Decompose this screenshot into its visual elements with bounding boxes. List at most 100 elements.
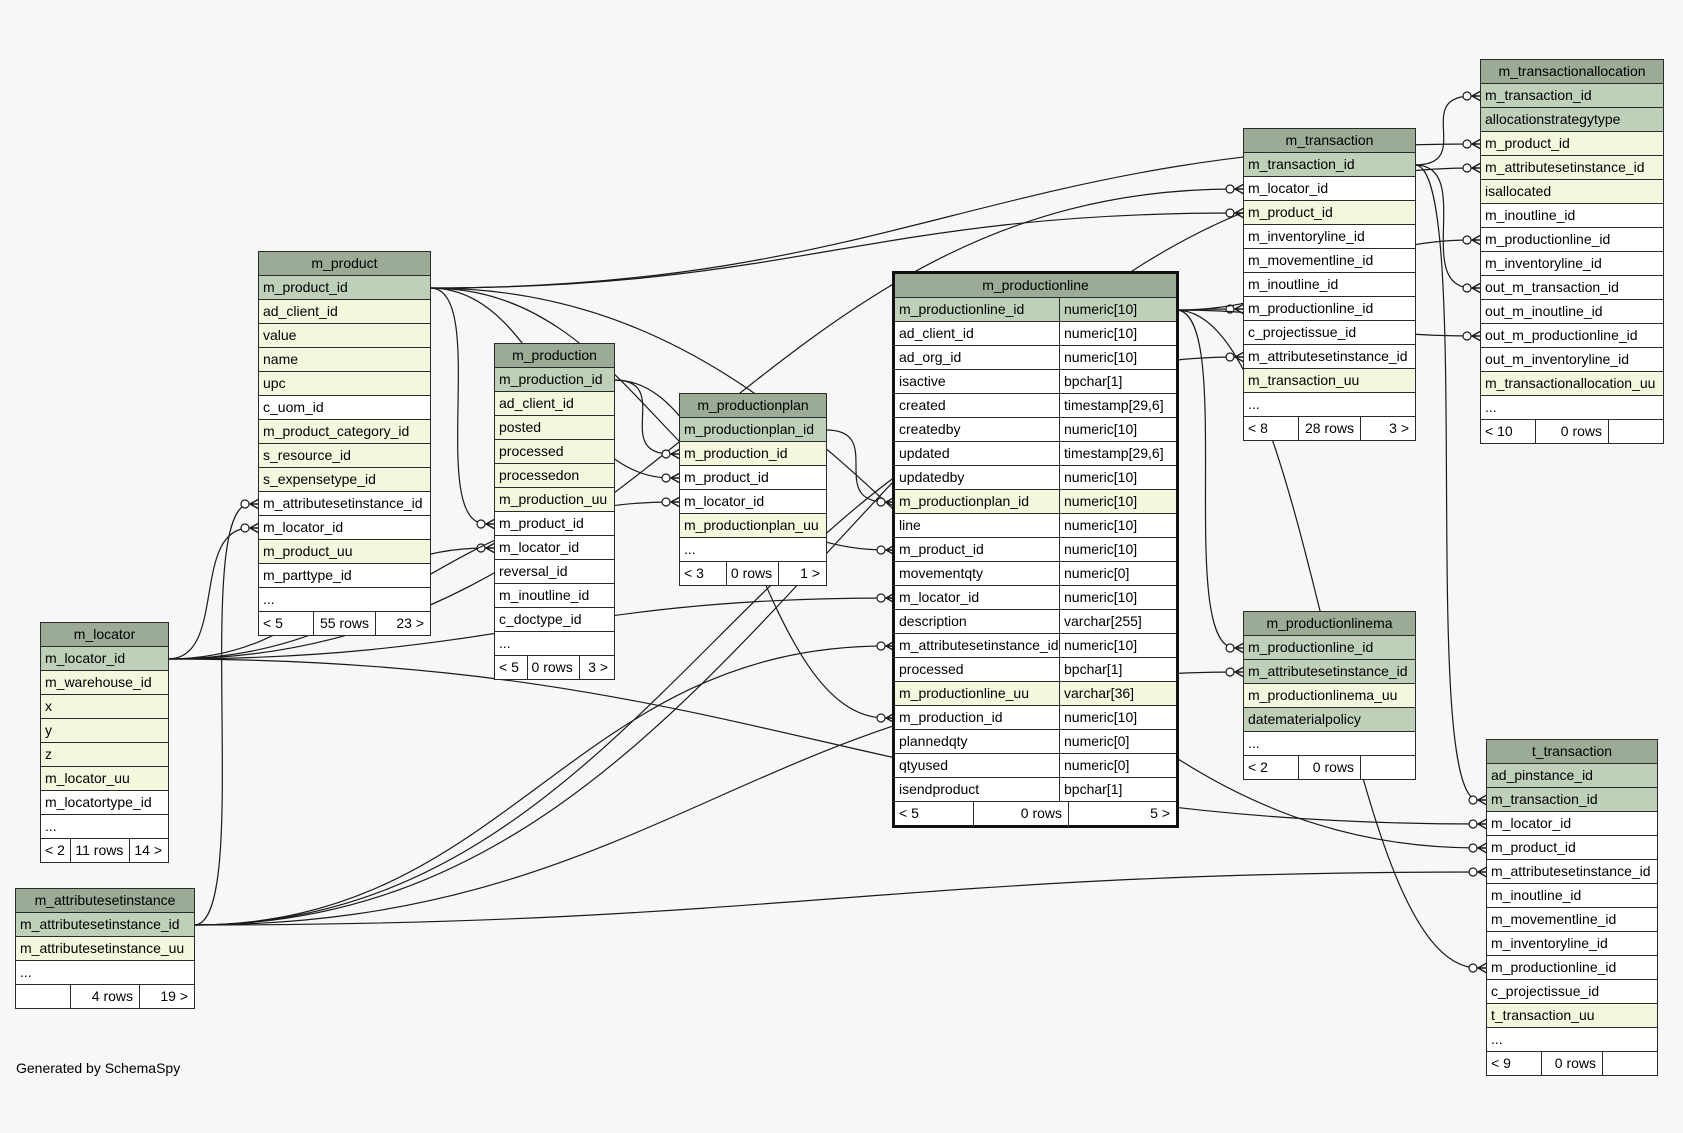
column-row[interactable]: ... [680,538,826,562]
children-link[interactable] [1609,420,1663,443]
column-row[interactable]: reversal_id [495,560,614,584]
column-row[interactable]: m_production_id [495,368,614,392]
column-row[interactable]: c_projectissue_id [1244,321,1415,345]
column-row[interactable]: c_projectissue_id [1487,980,1657,1004]
column-row[interactable]: m_productionline_id [1244,636,1415,660]
column-row[interactable]: m_warehouse_id [41,671,168,695]
children-link[interactable]: 19 > [160,988,188,1004]
column-row[interactable]: c_uom_id [259,396,430,420]
column-row[interactable]: m_product_id [495,512,614,536]
column-row[interactable]: m_transaction_id [1244,153,1415,177]
column-row[interactable]: m_locator_id [495,536,614,560]
column-row[interactable]: ... [41,815,168,839]
parents-link[interactable]: < 2 [1244,756,1299,779]
column-row[interactable]: m_locatortype_id [41,791,168,815]
parents-link[interactable]: < 10 [1481,420,1536,443]
column-row[interactable]: m_movementline_id [1244,249,1415,273]
parents-link[interactable]: < 8 [1244,417,1299,440]
column-row[interactable]: m_production_id [680,442,826,466]
column-row[interactable]: m_locator_id [41,647,168,671]
column-row[interactable]: out_m_inoutline_id [1481,300,1663,324]
table-title[interactable]: m_productionline [895,274,1176,298]
children-link[interactable]: 5 > [1150,805,1170,821]
column-row[interactable]: ad_client_id [259,300,430,324]
column-row[interactable]: ... [1244,393,1415,417]
column-row[interactable]: ... [1481,396,1663,420]
column-row[interactable]: z [41,743,168,767]
column-row[interactable]: isallocated [1481,180,1663,204]
column-row[interactable]: m_attributesetinstance_id [259,492,430,516]
column-row[interactable]: m_attributesetinstance_uu [16,937,194,961]
parents-link[interactable]: < 5 [895,802,974,825]
column-row[interactable]: upc [259,372,430,396]
parents-link[interactable]: < 9 [1487,1052,1542,1075]
column-row[interactable]: m_locator_uu [41,767,168,791]
table-title[interactable]: m_productionlinema [1244,612,1415,636]
column-row[interactable]: m_inventoryline_id [1244,225,1415,249]
children-link[interactable]: 1 > [800,565,820,581]
column-row[interactable]: m_attributesetinstance_id [1487,860,1657,884]
table-title[interactable]: m_productionplan [680,394,826,418]
column-row[interactable]: m_transaction_id [1487,788,1657,812]
table-m-attributesetinstance[interactable]: m_attributesetinstance m_attributesetinst… [15,888,195,1009]
column-row[interactable]: m_inoutline_id [1244,273,1415,297]
table-title[interactable]: m_attributesetinstance [16,889,194,913]
column-row[interactable]: t_transaction_uu [1487,1004,1657,1028]
column-row[interactable]: c_doctype_id [495,608,614,632]
parents-link[interactable]: < 3 [680,562,727,585]
column-row[interactable]: processed [495,440,614,464]
column-row[interactable]: m_product_uu [259,540,430,564]
column-row[interactable]: m_locator_id [680,490,826,514]
column-row[interactable]: m_inoutline_id [1481,204,1663,228]
column-row[interactable]: m_attributesetinstance_id [1481,156,1663,180]
table-title[interactable]: t_transaction [1487,740,1657,764]
column-row[interactable]: ... [1244,732,1415,756]
column-row[interactable]: m_product_id [1481,132,1663,156]
children-link[interactable]: 3 > [1389,420,1409,436]
column-row[interactable]: y [41,719,168,743]
column-row[interactable]: name [259,348,430,372]
column-row[interactable]: m_productionlinema_uu [1244,684,1415,708]
parents-link[interactable] [16,985,71,1008]
column-row[interactable]: out_m_transaction_id [1481,276,1663,300]
column-row[interactable]: s_resource_id [259,444,430,468]
column-row[interactable]: ... [1487,1028,1657,1052]
column-row[interactable]: ad_client_id [495,392,614,416]
parents-link[interactable]: < 5 [495,656,528,679]
table-title[interactable]: m_transactionallocation [1481,60,1663,84]
column-row[interactable]: m_productionline_id [1244,297,1415,321]
column-row[interactable]: out_m_inventoryline_id [1481,348,1663,372]
column-row[interactable]: ... [16,961,194,985]
column-row[interactable]: out_m_productionline_id [1481,324,1663,348]
column-row[interactable]: m_product_id [259,276,430,300]
column-row[interactable]: ... [495,632,614,656]
column-row[interactable]: m_locator_id [259,516,430,540]
children-link[interactable]: 3 > [588,659,608,675]
column-row[interactable]: m_productionplan_id [680,418,826,442]
column-row[interactable]: m_product_id [680,466,826,490]
table-title[interactable]: m_production [495,344,614,368]
column-row[interactable]: m_inoutline_id [1487,884,1657,908]
column-row[interactable]: m_productionline_id [1481,228,1663,252]
column-row[interactable]: m_product_id [1244,201,1415,225]
